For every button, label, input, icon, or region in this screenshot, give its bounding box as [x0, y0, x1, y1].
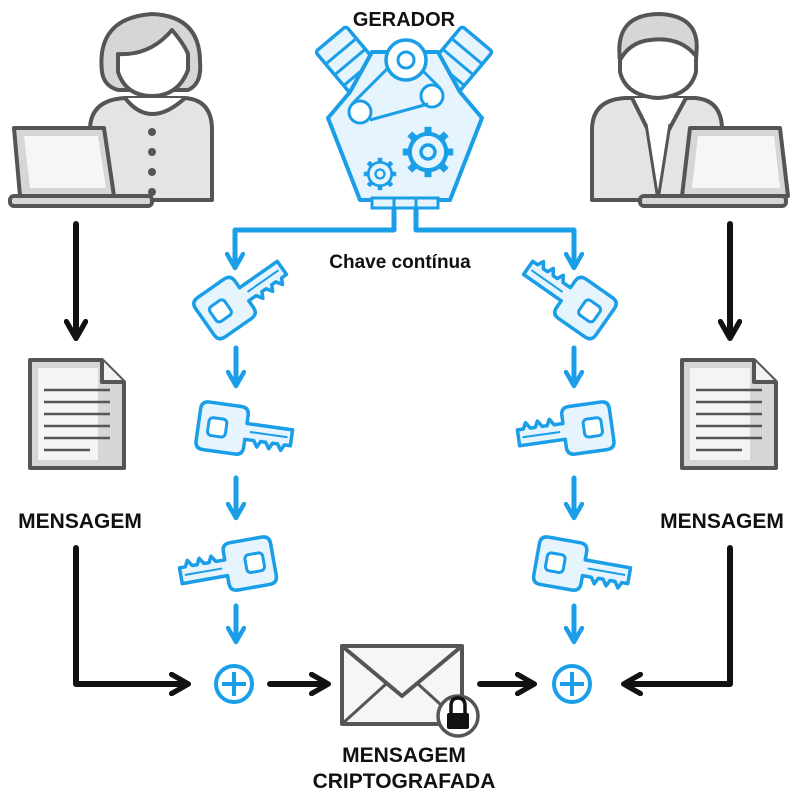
xor-right-icon — [552, 664, 592, 704]
key-icon — [193, 399, 297, 464]
key-icon — [189, 246, 298, 344]
lock-icon — [436, 694, 480, 738]
key-icon — [174, 534, 280, 602]
key-icon — [512, 246, 621, 344]
keystream-split-lines — [235, 205, 574, 266]
sender-laptop-icon — [8, 126, 154, 208]
key-icon — [513, 399, 617, 464]
xor-left-icon — [214, 664, 254, 704]
receiver-laptop-icon — [638, 126, 790, 208]
message-document-icon — [680, 358, 778, 470]
sender-person-icon — [88, 11, 214, 202]
encrypted-message-label-line2: CRIPTOGRAFADA — [313, 770, 496, 793]
message-left-label: MENSAGEM — [18, 510, 142, 533]
encrypted-message-label-line1: MENSAGEM — [342, 744, 466, 767]
stream-key-label: Chave contínua — [329, 252, 471, 273]
message-flow-arrows — [73, 545, 733, 684]
generator-label: GERADOR — [353, 9, 456, 31]
message-document-icon — [28, 358, 126, 470]
key-icon — [530, 534, 636, 602]
message-right-label: MENSAGEM — [660, 510, 784, 533]
engine-icon — [314, 25, 494, 210]
